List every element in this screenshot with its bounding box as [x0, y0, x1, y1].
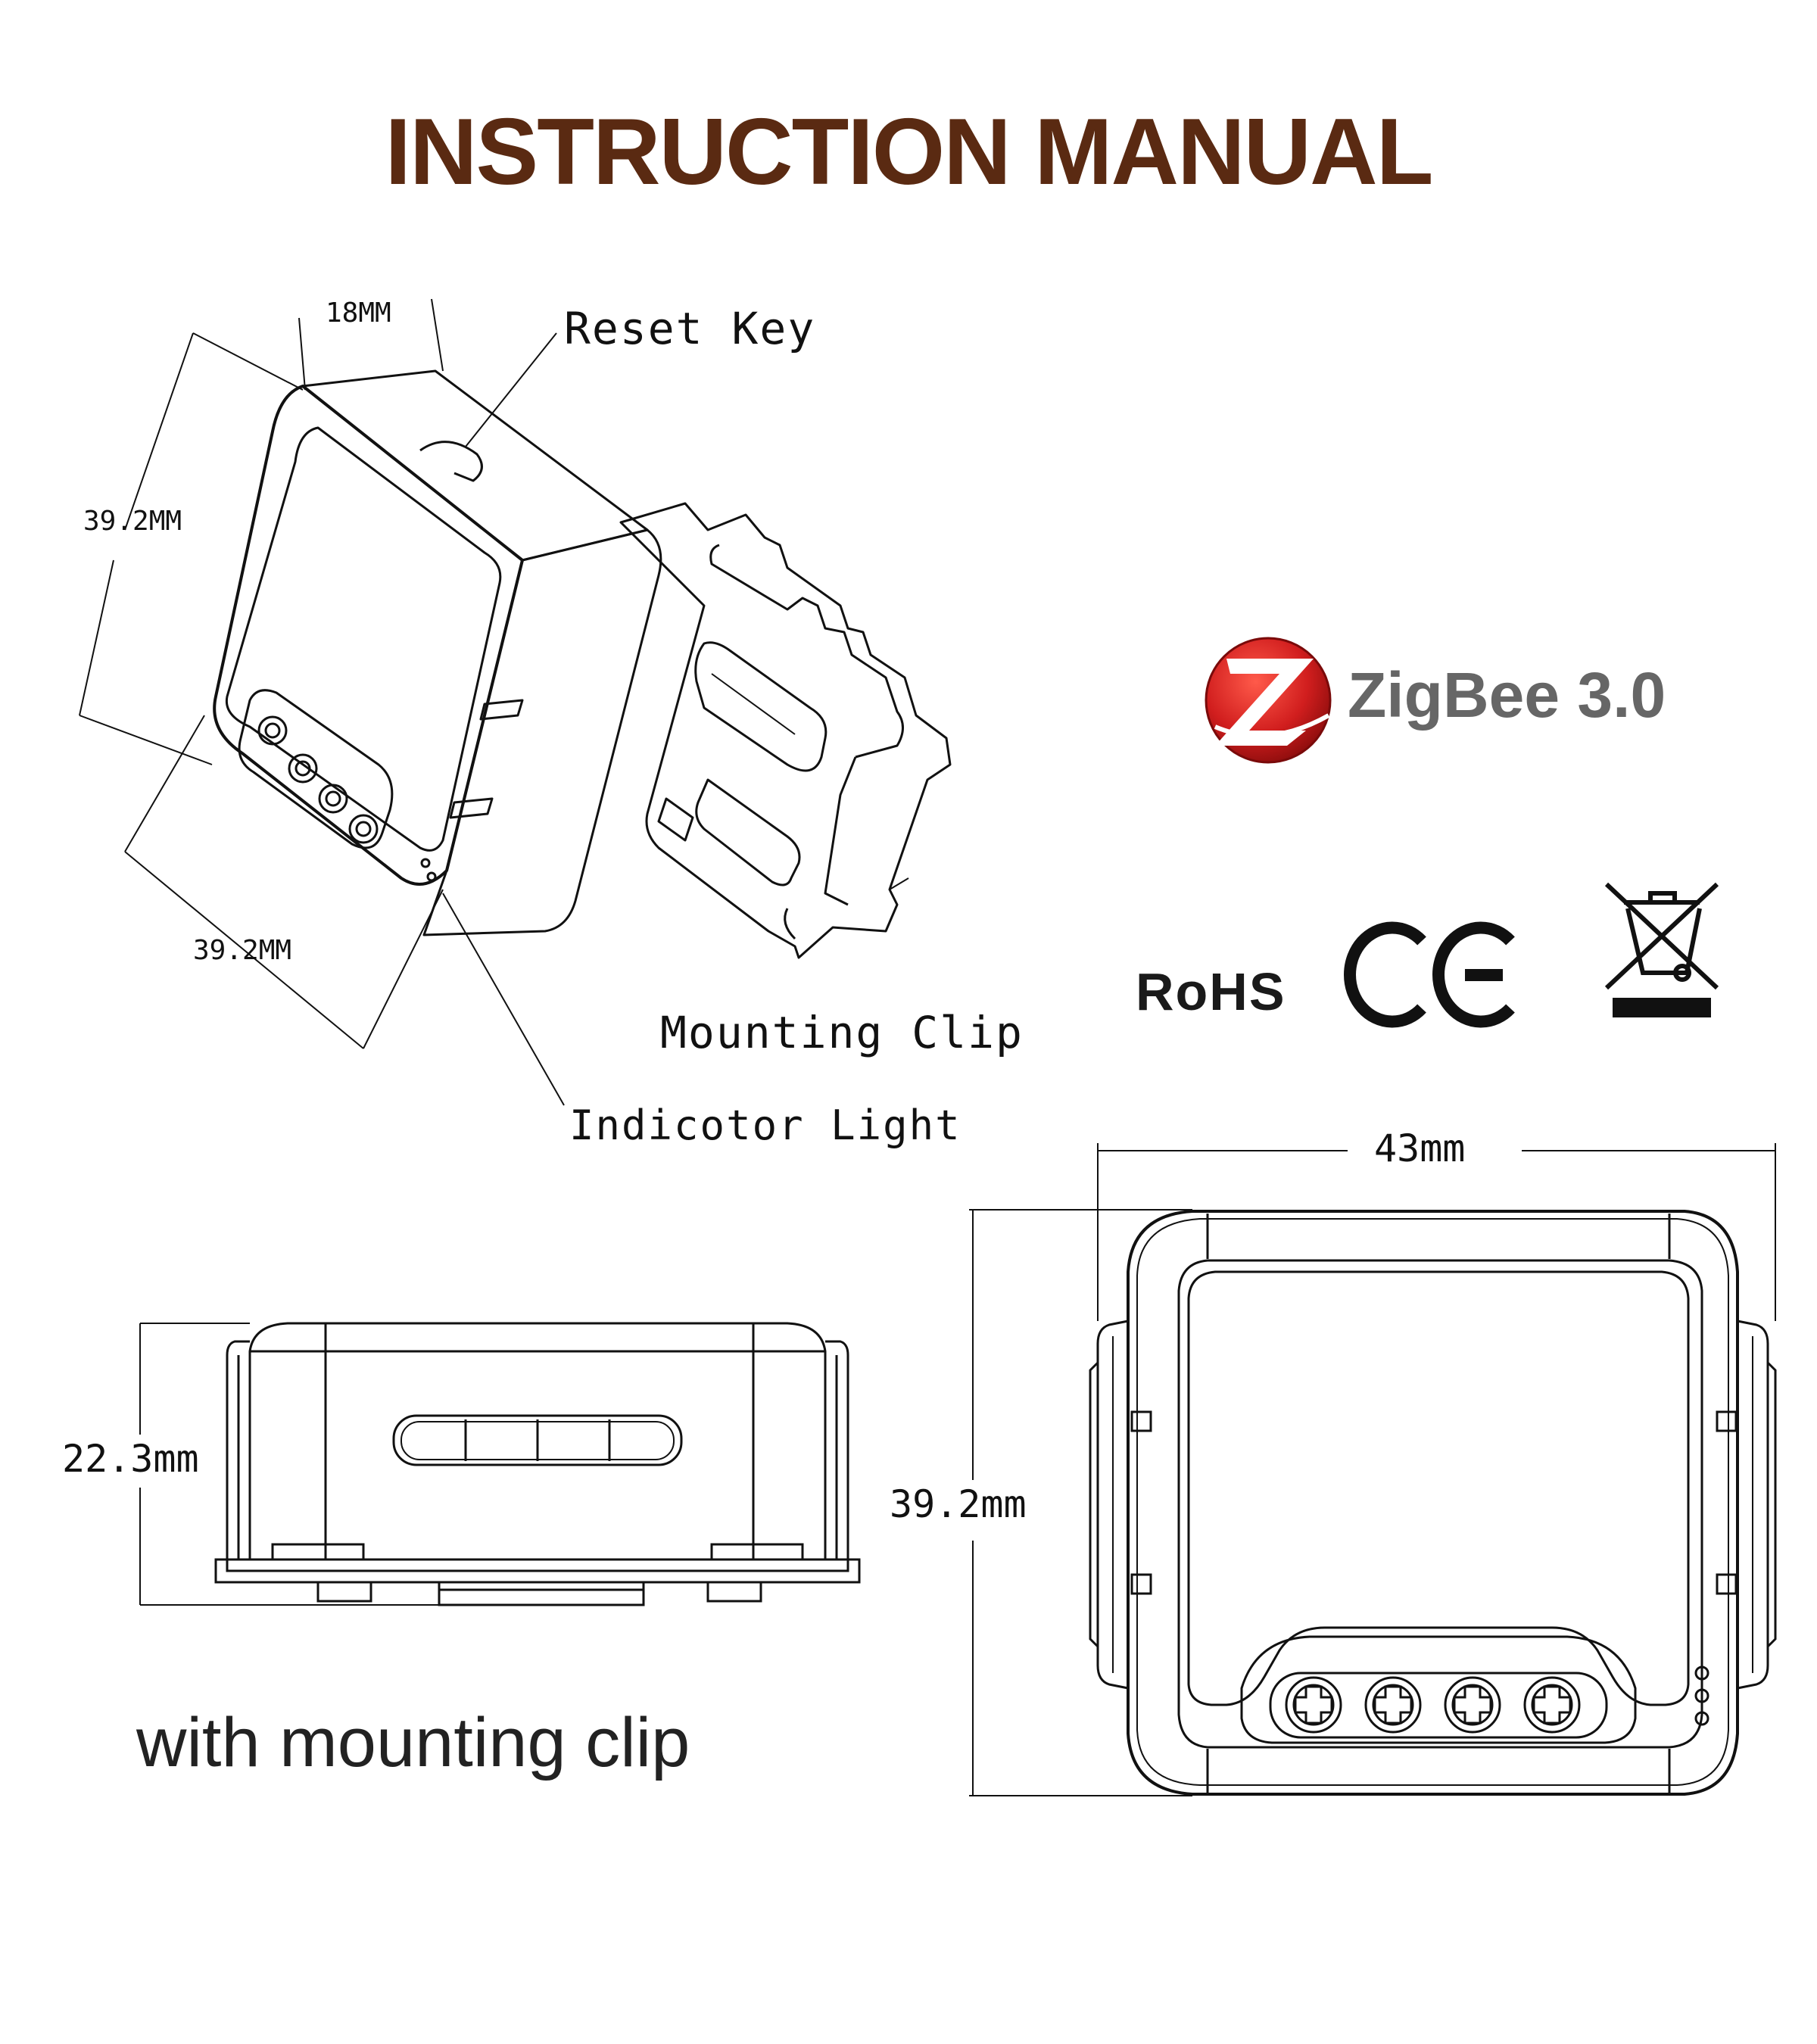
isometric-dimension-lines	[79, 298, 565, 1106]
mounting-clip-label: Mounting Clip	[660, 1007, 1024, 1058]
side-view-caption: with mounting clip	[136, 1704, 690, 1781]
side-view-drawing	[214, 1322, 861, 1606]
isometric-device-drawing	[213, 369, 952, 959]
weee-crossed-bin-icon	[1604, 882, 1719, 1017]
front-height-dimension: 39.2mm	[890, 1482, 1027, 1526]
front-view-dimension-lines	[969, 1143, 1776, 1796]
terminal-screws-iso	[257, 715, 379, 844]
zigbee-logo-icon	[1205, 637, 1332, 764]
front-view-drawing	[1089, 1210, 1777, 1796]
rohs-label: RoHS	[1136, 962, 1286, 1021]
page-title: INSTRUCTION MANUAL	[385, 100, 1434, 204]
terminal-screws-front	[1285, 1676, 1581, 1734]
iso-width-dimension: 39.2MM	[193, 935, 292, 966]
front-width-dimension: 43mm	[1374, 1126, 1466, 1170]
iso-height-dimension: 39.2MM	[83, 506, 182, 537]
iso-depth-dimension: 18MM	[326, 298, 391, 329]
reset-key-label: Reset Key	[564, 303, 816, 354]
side-height-dimension: 22.3mm	[62, 1437, 199, 1481]
ce-mark-icon	[1344, 921, 1515, 1028]
indicator-light-label: Indicotor Light	[569, 1101, 961, 1149]
zigbee-label: ZigBee 3.0	[1348, 659, 1666, 731]
side-view-dimension-lines	[139, 1323, 439, 1606]
